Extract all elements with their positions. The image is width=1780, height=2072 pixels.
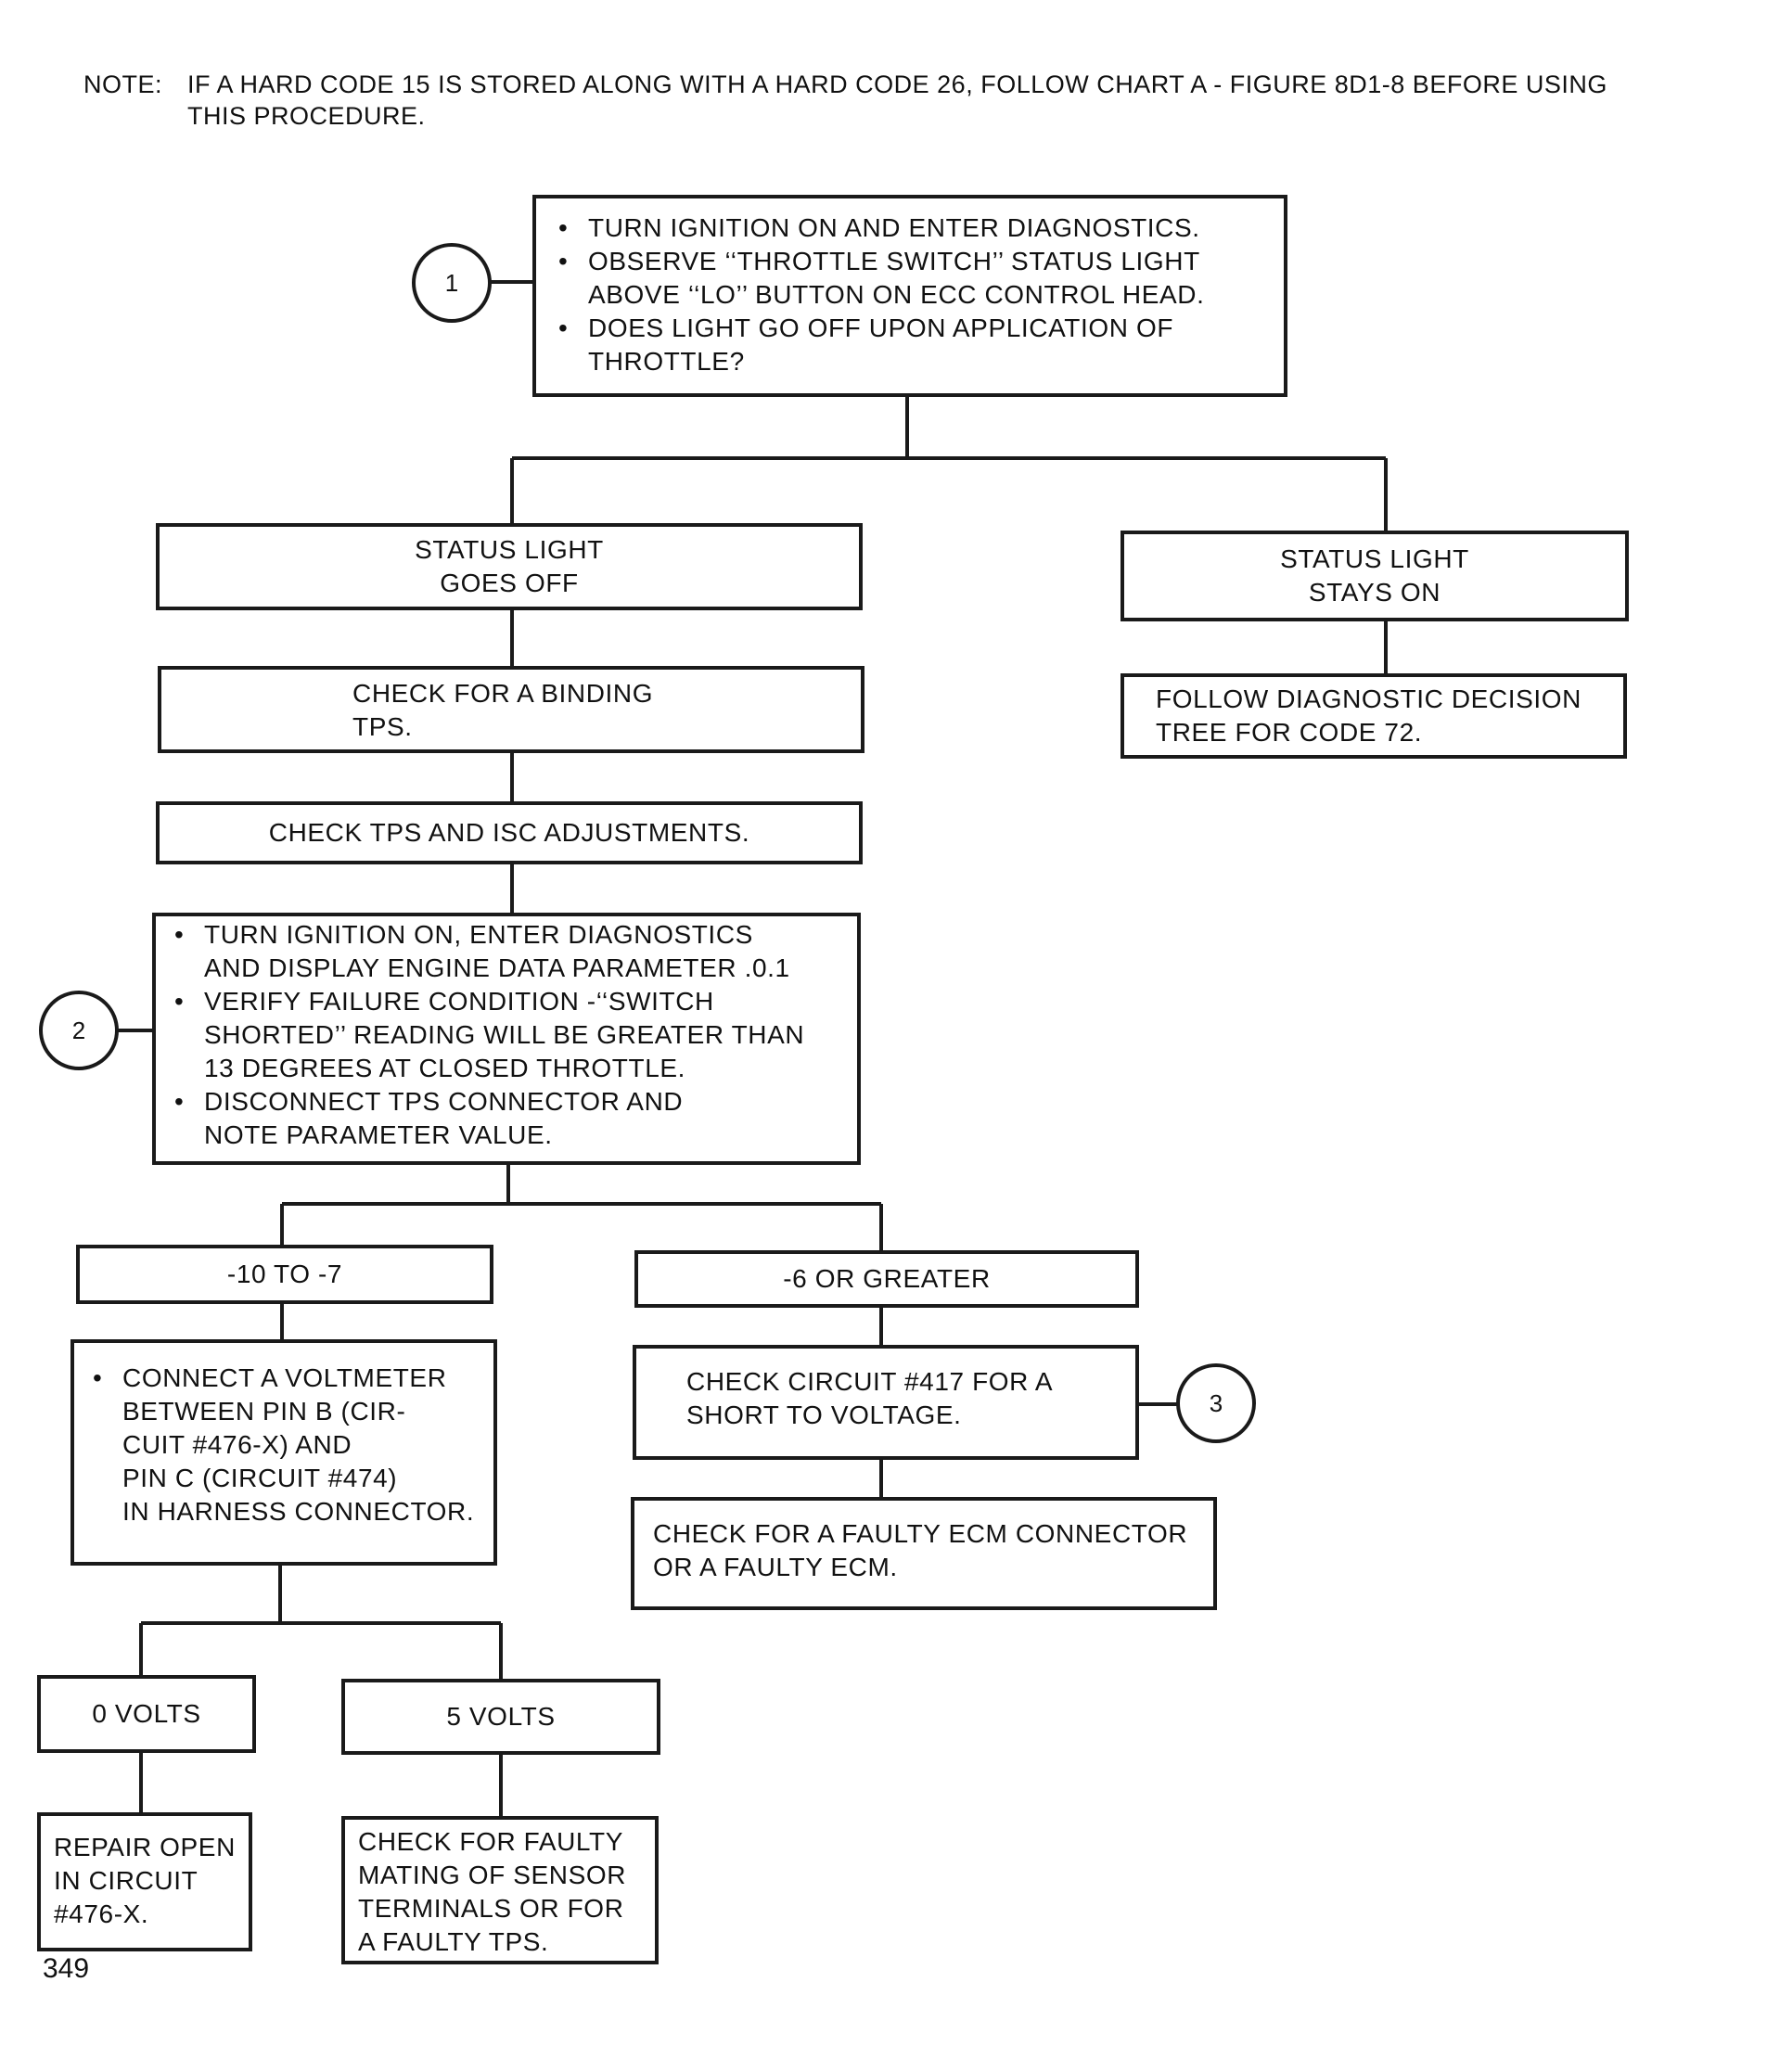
zero-volts-box: 0 VOLTS (37, 1675, 256, 1753)
step-2-box: • TURN IGNITION ON, ENTER DIAGNOSTICS AN… (152, 913, 861, 1165)
voltmeter-instructions: • CONNECT A VOLTMETER BETWEEN PIN B (CIR… (83, 1362, 484, 1528)
step-2-bullet: • VERIFY FAILURE CONDITION -‘‘SWITCH SHO… (174, 987, 805, 1082)
check-ecm-box: CHECK FOR A FAULTY ECM CONNECTOR OR A FA… (631, 1497, 1217, 1610)
bullet-icon: • (174, 987, 185, 1016)
follow-decision-tree-box: FOLLOW DIAGNOSTIC DECISION TREE FOR CODE… (1121, 673, 1627, 759)
step-1-bullet: • DOES LIGHT GO OFF UPON APPLICATION OF … (558, 313, 1174, 376)
step-2-marker: 2 (39, 991, 119, 1070)
bullet-icon: • (174, 1087, 185, 1116)
step-2-bullet: • DISCONNECT TPS CONNECTOR AND NOTE PARA… (174, 1087, 684, 1149)
step-2-instructions: • TURN IGNITION ON, ENTER DIAGNOSTICS AN… (165, 918, 848, 1152)
step-3-box: CHECK CIRCUIT #417 FOR A SHORT TO VOLTAG… (633, 1345, 1139, 1460)
bullet-icon: • (558, 313, 569, 342)
note-text-line-1: IF A HARD CODE 15 IS STORED ALONG WITH A… (187, 70, 1607, 98)
note-text-line-2: THIS PROCEDURE. (187, 102, 426, 130)
step-1-bullet: • TURN IGNITION ON AND ENTER DIAGNOSTICS… (549, 211, 1271, 245)
step-1-instructions: • TURN IGNITION ON AND ENTER DIAGNOSTICS… (549, 211, 1271, 378)
bullet-icon: • (93, 1363, 103, 1392)
bullet-icon: • (174, 920, 185, 949)
status-light-stays-on-box: STATUS LIGHT STAYS ON (1121, 531, 1629, 621)
connect-voltmeter-box: • CONNECT A VOLTMETER BETWEEN PIN B (CIR… (70, 1339, 497, 1566)
range-high-box: -6 OR GREATER (634, 1250, 1139, 1308)
step-3-marker: 3 (1176, 1363, 1256, 1443)
check-binding-tps-box: CHECK FOR A BINDING TPS. (158, 666, 864, 753)
note-label: NOTE: (83, 70, 163, 98)
step-1-bullet: • OBSERVE ‘‘THROTTLE SWITCH’’ STATUS LIG… (558, 247, 1205, 309)
page-number: 349 (43, 1953, 90, 1984)
status-light-goes-off-box: STATUS LIGHT GOES OFF (156, 523, 863, 610)
voltmeter-bullet: • CONNECT A VOLTMETER BETWEEN PIN B (CIR… (93, 1363, 475, 1526)
repair-open-box: REPAIR OPEN IN CIRCUIT #476-X. (37, 1812, 252, 1951)
header-note: NOTE: IF A HARD CODE 15 IS STORED ALONG W… (83, 69, 1607, 132)
step-2-bullet: • TURN IGNITION ON, ENTER DIAGNOSTICS AN… (174, 920, 790, 982)
step-1-marker: 1 (412, 243, 492, 323)
bullet-icon: • (558, 247, 569, 275)
step-1-box: • TURN IGNITION ON AND ENTER DIAGNOSTICS… (532, 195, 1287, 397)
five-volts-box: 5 VOLTS (341, 1679, 660, 1755)
check-mating-box: CHECK FOR FAULTY MATING OF SENSOR TERMIN… (341, 1816, 659, 1964)
check-adjustments-box: CHECK TPS AND ISC ADJUSTMENTS. (156, 801, 863, 864)
range-low-box: -10 TO -7 (76, 1245, 493, 1304)
bullet-icon: • (558, 213, 569, 242)
